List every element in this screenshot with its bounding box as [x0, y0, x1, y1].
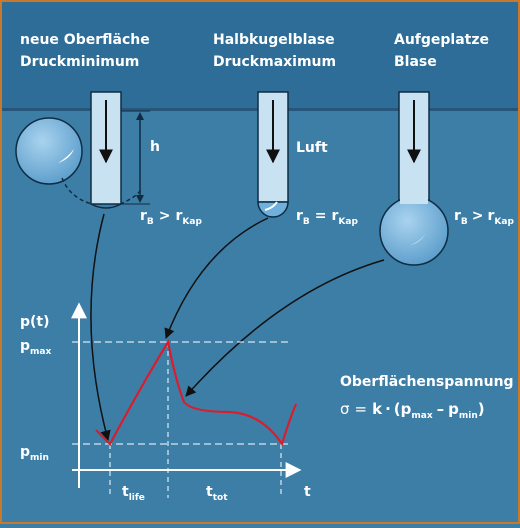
pointer-arrow-burst	[185, 259, 385, 397]
height-label: h	[150, 139, 160, 155]
heading-3-line1: Aufgeplatze	[394, 32, 489, 48]
pressure-curve	[95, 339, 298, 447]
ttot-label: t	[206, 484, 213, 500]
formula-p2: p	[448, 400, 459, 418]
formula-close: )	[478, 400, 485, 418]
svg-text:rB>rKap: rB>rKap	[140, 208, 202, 227]
pmax-label: p	[20, 338, 30, 354]
heading-1-line2: Druckminimum	[20, 54, 139, 70]
air-label: Luft	[296, 140, 328, 156]
formula-k: k	[372, 400, 383, 418]
svg-text:σ=k·(pmax–pmin): σ =k·(pmax–pmin)	[340, 400, 485, 421]
svg-text:tlife: tlife	[122, 484, 145, 503]
heading-2-line1: Halbkugelblase	[213, 32, 335, 48]
rkap-sub-2: Kap	[338, 217, 358, 227]
rb-symbol-1: r	[140, 208, 147, 224]
rb-sub-1: B	[147, 217, 154, 227]
formula-open: (p	[394, 400, 412, 418]
tlife-label: t	[122, 484, 129, 500]
capillary-2: Luft rB=rKap	[257, 91, 358, 227]
formula-max-sub: max	[411, 411, 432, 421]
svg-text:rB=rKap: rB=rKap	[296, 208, 358, 227]
tlife-sub: life	[129, 493, 145, 503]
pointer-arrow-min	[90, 213, 111, 442]
svg-text:pmax: pmax	[20, 338, 51, 357]
rkap-symbol-1: r	[176, 208, 183, 224]
formula-min-sub: min	[459, 411, 478, 421]
rb-sub-3: B	[461, 217, 468, 227]
capillary-3: rB>rKap	[379, 91, 514, 266]
capillary-1: h rB>rKap	[15, 91, 202, 227]
rb-sub-2: B	[303, 217, 310, 227]
pmax-sub: max	[30, 347, 51, 357]
formula-dot: ·	[385, 400, 391, 418]
rkap-sub-1: Kap	[182, 217, 202, 227]
heading-3-line2: Blase	[394, 54, 437, 70]
svg-text:ttot: ttot	[206, 484, 228, 503]
gt-sign-1: >	[159, 208, 171, 224]
pointer-arrow-max	[164, 217, 269, 339]
eq-sign-2: =	[315, 208, 327, 224]
formula-title: Oberflächenspannung	[340, 374, 514, 390]
formula-minus: –	[437, 400, 445, 418]
large-bubble	[379, 196, 449, 266]
svg-text:rB>rKap: rB>rKap	[454, 208, 514, 227]
gt-sign-3: >	[472, 208, 484, 224]
rb-symbol-2: r	[296, 208, 303, 224]
rkap-symbol-3: r	[488, 208, 495, 224]
pmin-sub: min	[30, 453, 49, 463]
formula-eq: =	[355, 400, 368, 418]
x-axis-label: t	[304, 484, 311, 500]
pmin-label: p	[20, 444, 30, 460]
bubble-detached-left	[15, 117, 83, 185]
heading-2-line2: Druckmaximum	[213, 54, 336, 70]
rkap-symbol-2: r	[332, 208, 339, 224]
rkap-sub-3: Kap	[494, 217, 514, 227]
y-axis-label: p(t)	[20, 314, 50, 330]
heading-1-line1: neue Oberfläche	[20, 32, 150, 48]
ttot-sub: tot	[213, 493, 228, 503]
meniscus-1	[90, 203, 122, 209]
hemisphere-bubble	[257, 201, 289, 218]
sigma-symbol: σ	[340, 400, 350, 418]
dashed-bubble-outline	[61, 177, 93, 205]
rb-symbol-3: r	[454, 208, 461, 224]
svg-text:pmin: pmin	[20, 444, 49, 463]
